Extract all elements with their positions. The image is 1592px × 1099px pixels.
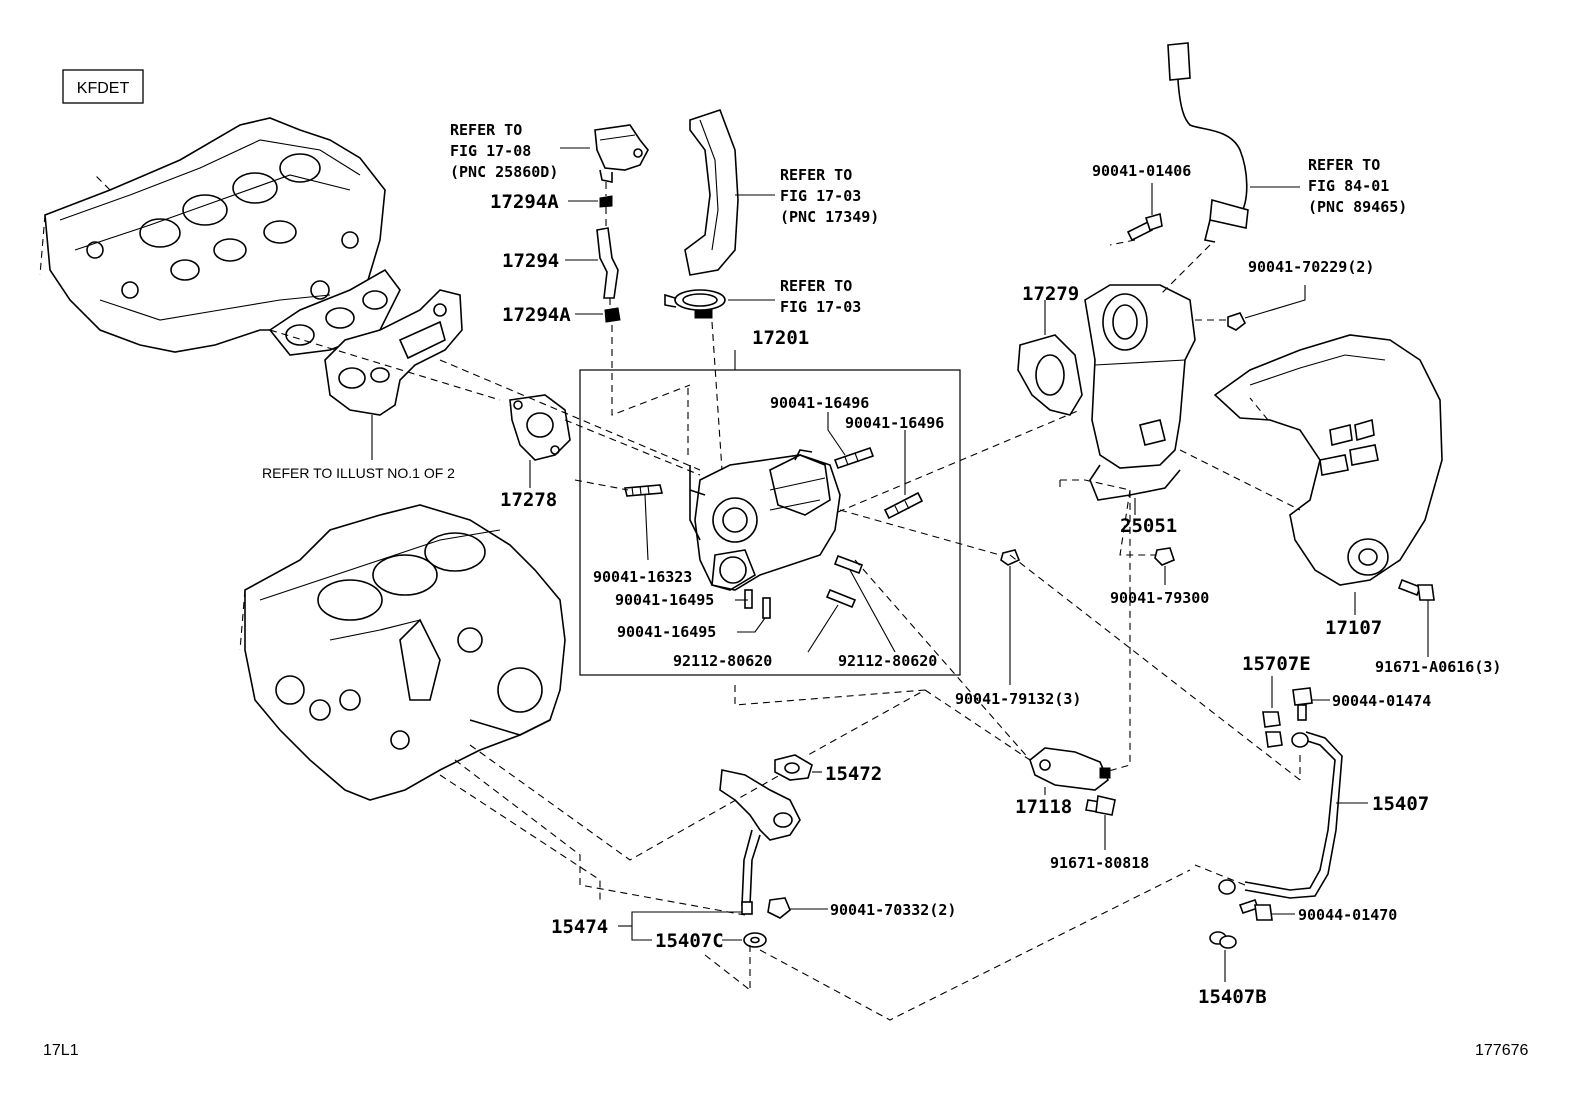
turbo-gasket-17278-drawing — [509, 394, 571, 461]
bolt-90041-01406-label: 90041-01406 — [1092, 162, 1191, 180]
washer-15407b-drawing — [1209, 931, 1237, 949]
nut-90041-70229-label: 90041-70229(2) — [1248, 258, 1374, 276]
oil-return-pipe-drawing — [719, 769, 801, 915]
union-bolt-90044-01470-drawing — [1238, 898, 1273, 921]
part-17294a-bottom-label: 17294A — [502, 304, 571, 326]
oxygen-sensor-drawing — [1167, 42, 1249, 243]
engine-code-box: KFDET — [62, 69, 144, 104]
hose-clamp-drawing — [664, 289, 726, 319]
stud-90041-16496-a-drawing — [833, 446, 875, 470]
nut-90041-70229-drawing — [1227, 312, 1247, 331]
bolt-91671-a0616-label: 91671-A0616(3) — [1375, 658, 1501, 676]
bolt-92112-80620-a-label: 92112-80620 — [673, 652, 772, 670]
part-17107-label: 17107 — [1325, 617, 1382, 639]
gasket-15472-drawing — [774, 754, 813, 781]
nut-90041-79300-label: 90041-79300 — [1110, 589, 1209, 607]
part-25051-label: 25051 — [1120, 515, 1177, 537]
refer-fig-17-08-line2: FIG 17-08 — [450, 142, 531, 160]
refer-fig-17-03-hose-line1: REFER TO — [780, 166, 852, 184]
engine-code-label: KFDET — [77, 80, 130, 97]
part-15474-label: 15474 — [551, 916, 608, 938]
nut-90041-79132-drawing — [1000, 549, 1021, 566]
bolt-90041-01406-drawing — [1126, 212, 1163, 242]
bolt-90041-16496-a-label: 90041-16496 — [770, 394, 869, 412]
heat-insulator-drawing — [1213, 334, 1443, 586]
gasket-17279-drawing — [1017, 334, 1083, 416]
nut-90041-70332-drawing — [767, 897, 791, 919]
refer-illust-note: REFER TO ILLUST NO.1 OF 2 — [262, 465, 455, 481]
bracket-17118-drawing — [1029, 747, 1111, 791]
nut-90041-79132-label: 90041-79132(3) — [955, 690, 1081, 708]
footer-right-code: 177676 — [1475, 1042, 1528, 1059]
stud-90041-16495-drawing — [744, 589, 771, 619]
bolt-90041-16323-label: 90041-16323 — [593, 568, 692, 586]
bolt-90041-16495-a-label: 90041-16495 — [615, 591, 714, 609]
refer-fig-84-01-line1: REFER TO — [1308, 156, 1380, 174]
catalytic-converter-drawing — [1084, 284, 1196, 501]
nut-90041-79300-drawing — [1154, 547, 1175, 566]
refer-fig-17-03-clamp-line2: FIG 17-03 — [780, 298, 861, 316]
bolt-91671-a0616-drawing — [1397, 578, 1435, 601]
part-15407c-label: 15407C — [655, 930, 724, 952]
refer-fig-17-08-line1: REFER TO — [450, 121, 522, 139]
refer-fig-17-03-hose-line3: (PNC 17349) — [780, 208, 879, 226]
refer-fig-17-03-clamp-line1: REFER TO — [780, 277, 852, 295]
part-17278-label: 17278 — [500, 489, 557, 511]
refer-fig-17-08-line3: (PNC 25860D) — [450, 163, 558, 181]
refer-fig-84-01-line3: (PNC 89465) — [1308, 198, 1407, 216]
stud-90041-16323-drawing — [623, 484, 664, 497]
part-17279-label: 17279 — [1022, 283, 1079, 305]
part-15407b-label: 15407B — [1198, 986, 1267, 1008]
exhaust-manifold-drawing — [324, 289, 463, 416]
turbocharger-drawing — [689, 449, 841, 591]
bolt-90041-16495-b-label: 90041-16495 — [617, 623, 716, 641]
part-15707e-label: 15707E — [1242, 653, 1311, 675]
washer-15407c-drawing — [743, 932, 767, 948]
bolt-91671-80818-drawing — [1085, 795, 1116, 816]
nut-90041-70332-label: 90041-70332(2) — [830, 901, 956, 919]
bolt-92112-80620-b-label: 92112-80620 — [838, 652, 937, 670]
refer-fig-17-03-hose-line2: FIG 17-03 — [780, 187, 861, 205]
clip-17294a-top-drawing — [599, 195, 613, 208]
bolt-90044-01470-label: 90044-01470 — [1298, 906, 1397, 924]
part-17294-label: 17294 — [502, 250, 559, 272]
stud-92112-80620-drawing — [825, 554, 864, 609]
cylinder-block-drawing — [239, 504, 566, 801]
part-17201-label: 17201 — [752, 327, 809, 349]
intake-hose-drawing — [684, 108, 739, 276]
bolt-90041-16496-b-label: 90041-16496 — [845, 414, 944, 432]
part-17294a-top-label: 17294A — [490, 191, 559, 213]
stud-90041-16496-b-drawing — [883, 491, 924, 520]
turbocharger-assembly-frame — [579, 369, 961, 676]
clip-17294a-bottom-drawing — [604, 307, 621, 323]
assembly-dashed-lines — [269, 182, 1301, 1021]
cylinder-head-drawing — [39, 117, 386, 353]
pressure-sensor-drawing — [594, 124, 649, 183]
footer-left-code: 17L1 — [43, 1042, 79, 1059]
refer-fig-84-01-line2: FIG 84-01 — [1308, 177, 1389, 195]
union-bolt-90044-01474-drawing — [1292, 687, 1313, 721]
oil-pipe-15407-drawing — [1218, 731, 1343, 899]
bolt-91671-80818-label: 91671-80818 — [1050, 854, 1149, 872]
part-15472-label: 15472 — [825, 763, 882, 785]
bolt-90044-01474-label: 90044-01474 — [1332, 692, 1431, 710]
part-17118-label: 17118 — [1015, 796, 1072, 818]
washer-15707e-drawing — [1262, 711, 1283, 748]
part-15407-label: 15407 — [1372, 793, 1429, 815]
vacuum-hose-17294-drawing — [596, 227, 619, 299]
